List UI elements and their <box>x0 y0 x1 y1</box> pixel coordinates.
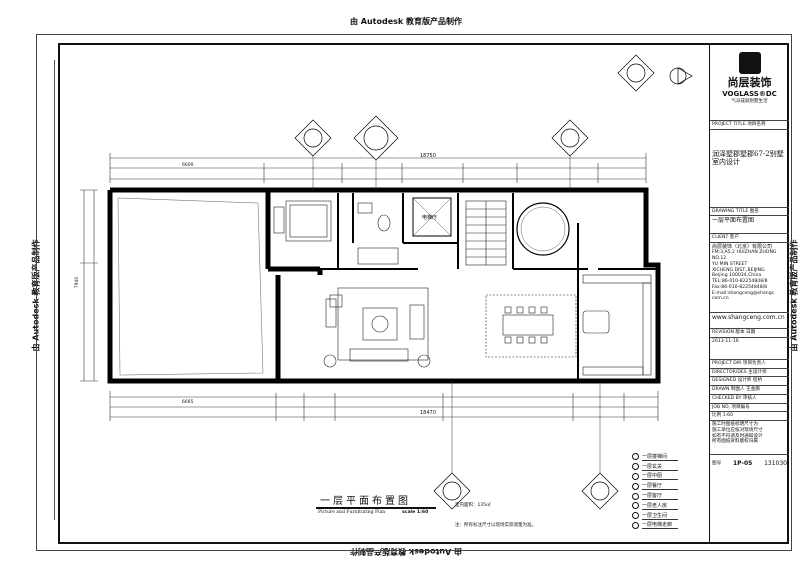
checked-row: CHECKED BY 审核人 <box>710 395 789 404</box>
plan-title: 一层平面布置图 <box>320 496 411 507</box>
address-line: XICHENG DIST.,BEIJING <box>712 267 765 273</box>
revision-date: 2013-11-16 <box>712 338 739 344</box>
legend-marker <box>632 472 639 480</box>
dimension-text-bottom-total: 18470 <box>420 410 436 416</box>
kitchen <box>582 274 652 376</box>
revision-label: REVISION 版本 <box>712 330 745 336</box>
legend-marker <box>632 512 639 520</box>
scale-value: 1:60 <box>722 413 733 419</box>
client-address: 尚层装饰（北京）有限公司 FM:3,A5,2 HUIZHAN ZHONG NO.… <box>710 243 789 314</box>
plan-subtitle: Picture and Furnituring Plan <box>318 510 386 515</box>
bedroom <box>273 200 332 242</box>
sheet-number-row: 图号 1P-05 131030 <box>710 455 789 473</box>
designed-label: DESIGNED 设计师 <box>712 378 752 384</box>
floor-plan-drawing: 电梯厅 <box>80 54 693 510</box>
watermark-top: 由 Autodesk 教育版产品制作 <box>350 17 463 26</box>
interior-walls <box>320 193 658 381</box>
drawn-row: DRAWN 制图人 王金鹏 <box>710 386 789 395</box>
director-row: DIRECTOR/DES 主设计师 <box>710 369 789 378</box>
plan-title-underline <box>316 507 436 509</box>
legend-item: 一层客厅 <box>632 491 708 501</box>
sheet-label: 图号 <box>712 461 722 467</box>
legend-item: 一层楼梯间 <box>632 452 708 462</box>
elevation-markers <box>294 54 693 510</box>
drawing-title: 一层平面布置图 <box>710 216 789 235</box>
address-line: NO.12 <box>712 256 727 262</box>
job-number: 131030 <box>764 460 787 468</box>
company-name: 尚层装饰（北京）有限公司 <box>712 244 773 251</box>
address-line: TEL:86-010-82254848/8 <box>712 279 768 285</box>
brand-name-en: VOGLASS®DC <box>722 89 777 98</box>
dimension-text-top-1: 6600 <box>182 163 194 168</box>
dimension-lines-left <box>80 189 98 382</box>
legend-item: 一层电梯走廊 <box>632 521 708 531</box>
exterior-walls <box>107 187 661 384</box>
address-line: E-mail:shangceng@shangc <box>712 290 775 296</box>
website: www.shangceng.com.cn <box>710 313 789 330</box>
project-title: 润泽墅郡墅郡67-2别墅室内设计 <box>710 130 789 208</box>
brand-block: 尚层装饰 VOGLASS®DC 气派成就别墅生活 <box>710 43 789 121</box>
plan-area: 室内面积：135㎡ <box>455 503 491 508</box>
dimension-text-bottom-1: 6665 <box>182 400 194 405</box>
legend-item: 一层中厨 <box>632 472 708 482</box>
legend-item: 一层老人房 <box>632 501 708 511</box>
round-room <box>516 202 570 256</box>
project-title-label: PROJECT TITLE 项目名称 <box>710 121 789 130</box>
sheet-border <box>36 34 792 551</box>
dimension-text-top-total: 18750 <box>420 153 436 159</box>
legend-marker <box>632 482 639 490</box>
sheet-number: 1P-05 <box>732 460 753 468</box>
note-line: 所有图纸资料版权归属 <box>712 439 758 445</box>
legend-marker <box>632 463 639 471</box>
living-room-furniture <box>323 287 431 368</box>
plan-note: 注：所有标注尺寸以现场实际测量为准。 <box>455 523 536 528</box>
address-line: YU MIN STREET <box>712 261 748 267</box>
room-legend: 一层楼梯间 一层玄关 一层中厨 一层餐厅 一层客厅 一层老人房 一层卫生间 一层… <box>632 452 708 530</box>
dimension-lines-bottom <box>109 391 659 421</box>
staircase <box>465 200 507 266</box>
room-label-elevator: 电梯厅 <box>422 214 437 221</box>
legend-marker <box>632 453 639 461</box>
date-row: 2013-11-16 <box>710 338 789 360</box>
brand-name-cn: 尚层装饰 <box>727 76 772 89</box>
legend-marker <box>632 521 639 529</box>
legend-item: 一层餐厅 <box>632 481 708 491</box>
drawing-title-label: DRAWING TITLE 图名 <box>710 208 789 217</box>
note-line: 施工单位应核对现场尺寸 <box>712 427 763 433</box>
dining-area <box>485 294 577 358</box>
notes-block: 施工时图纸标明尺寸为 施工单位应核对现场尺寸 如有不符请及时通知设计 所有图纸资… <box>710 421 789 456</box>
designed-row: DESIGNED 设计师 程桥 <box>710 377 789 387</box>
elevator-room <box>412 197 452 237</box>
scale-label: 比例 <box>712 413 722 419</box>
address-line: Fax:86-010-82254848/8 <box>712 284 768 290</box>
scale-row: 比例 1:60 <box>710 412 789 422</box>
bathroom <box>357 202 399 265</box>
dimension-text-left-total: 7940 <box>75 276 81 289</box>
legend-item: 一层玄关 <box>632 462 708 472</box>
address-line: com.cn <box>712 296 729 302</box>
plan-scale: scale 1:60 <box>402 510 429 515</box>
left-ruler <box>40 60 55 520</box>
title-block: 尚层装饰 VOGLASS®DC 气派成就别墅生活 PROJECT TITLE 项… <box>709 43 789 544</box>
terrace-outline <box>117 197 264 376</box>
revision-row: REVISION 版本 日期 <box>710 329 789 338</box>
drawn-value: 王金鹏 <box>746 387 760 393</box>
note-line: 施工时图纸标明尺寸为 <box>712 422 758 428</box>
designed-value: 程桥 <box>752 378 763 384</box>
designer-row: PROJECT DIR 项目负责人 <box>710 360 789 369</box>
date-label: 日期 <box>746 330 756 336</box>
job-row: JOB NO. 项目编号 <box>710 404 789 413</box>
leader-lines <box>312 156 601 473</box>
client-label: CLIENT 客户 <box>710 234 789 244</box>
brand-tagline: 气派成就别墅生活 <box>731 98 768 104</box>
address-line: Beijing 100034,China <box>712 273 762 279</box>
legend-marker <box>632 502 639 510</box>
address-line: FM:3,A5,2 HUIZHAN ZHONG <box>712 250 777 256</box>
legend-marker <box>632 492 639 500</box>
brand-logo-icon <box>738 52 761 74</box>
note-line: 如有不符请及时通知设计 <box>712 433 763 439</box>
drawn-label: DRAWN 制图人 <box>712 387 745 393</box>
legend-item: 一层卫生间 <box>632 511 708 521</box>
drawing-frame <box>58 43 789 544</box>
